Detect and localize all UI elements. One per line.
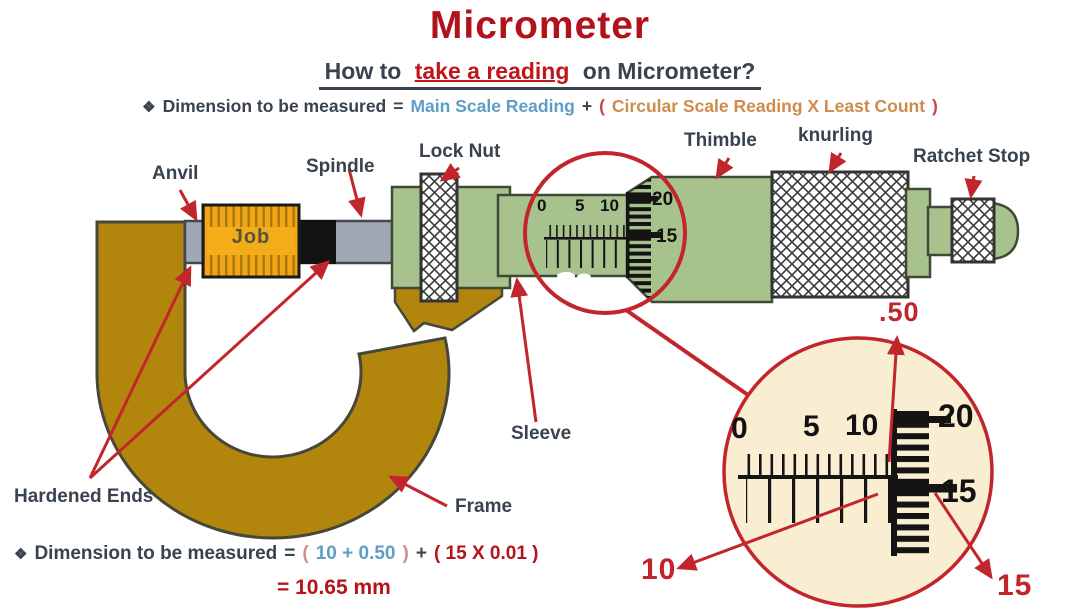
ratchet-step-shape bbox=[904, 187, 932, 279]
lock-nut-shape bbox=[419, 172, 459, 303]
magnified-scale-0: 0 bbox=[731, 412, 748, 445]
subtitle: How to take a reading on Micrometer? bbox=[0, 58, 1080, 90]
diamond-bullet-icon: ❖ bbox=[142, 99, 156, 116]
label-ratchet-stop: Ratchet Stop bbox=[913, 146, 1031, 167]
label-sleeve: Sleeve bbox=[511, 423, 572, 444]
callout-half-reading: .50 bbox=[879, 297, 920, 327]
formula-bottom: ❖ Dimension to be measured = ( 10 + 0.50… bbox=[14, 543, 539, 565]
sleeve-scale-15: 15 bbox=[656, 226, 678, 247]
label-spindle: Spindle bbox=[306, 156, 375, 177]
label-job: Job bbox=[231, 226, 271, 248]
magnified-thimble-teeth bbox=[891, 409, 957, 556]
formula-top-close-paren: ) bbox=[932, 96, 938, 116]
formula-bottom-group2: ( 15 X 0.01 ) bbox=[433, 543, 539, 564]
callout-thimble-reading: 15 bbox=[997, 569, 1033, 602]
ratchet-knob-shape bbox=[950, 197, 996, 264]
formula-bottom-plus: + bbox=[415, 543, 427, 564]
magnified-scale-ticks bbox=[738, 454, 898, 523]
thimble-20-mark bbox=[629, 196, 658, 202]
thimble-teeth bbox=[629, 178, 651, 301]
thimble-15-mark bbox=[629, 232, 662, 238]
subtitle-highlight: take a reading bbox=[414, 58, 570, 84]
label-hardened-ends: Hardened Ends bbox=[14, 486, 154, 507]
label-frame: Frame bbox=[455, 496, 513, 517]
formula-top-circular: Circular Scale Reading X Least Count bbox=[611, 96, 926, 116]
formula-bottom-group1: 10 + 0.50 bbox=[315, 543, 396, 564]
spindle-dark-segment bbox=[298, 220, 336, 264]
diamond-bullet-icon: ❖ bbox=[14, 546, 28, 563]
formula-result: = 10.65 mm bbox=[277, 576, 391, 599]
sleeve-scale-0: 0 bbox=[537, 196, 547, 215]
sleeve-scale-20: 20 bbox=[652, 189, 674, 210]
sleeve-notch-2 bbox=[577, 273, 591, 281]
page-title: Micrometer bbox=[429, 4, 651, 47]
label-knurling: knurling bbox=[798, 125, 873, 146]
formula-top-main-scale: Main Scale Reading bbox=[410, 96, 575, 116]
magnified-scale-5: 5 bbox=[803, 410, 820, 443]
formula-bottom-label: Dimension to be measured bbox=[34, 543, 278, 564]
formula-top-label: Dimension to be measured bbox=[162, 96, 387, 116]
ratchet-dome-shape bbox=[990, 201, 1020, 261]
magnified-scale-15: 15 bbox=[941, 473, 977, 509]
magnified-scale-10: 10 bbox=[845, 409, 879, 442]
formula-top-equals: = bbox=[393, 96, 404, 116]
subtitle-post: on Micrometer? bbox=[582, 58, 756, 84]
zoom-connector-line bbox=[624, 308, 750, 397]
formula-bottom-open1: ( bbox=[302, 543, 309, 564]
frame-shape bbox=[95, 220, 451, 540]
label-lock-nut: Lock Nut bbox=[419, 141, 501, 162]
label-thimble: Thimble bbox=[684, 130, 757, 151]
sleeve-scale-ticks bbox=[544, 225, 628, 268]
knurling-shape bbox=[770, 170, 910, 299]
formula-top-open-paren: ( bbox=[599, 96, 605, 116]
callout-main-reading: 10 bbox=[641, 553, 677, 586]
sleeve-scale-10: 10 bbox=[600, 196, 619, 215]
subtitle-pre: How to bbox=[324, 58, 402, 84]
pointer-arrows bbox=[88, 151, 993, 580]
thimble-edge-line bbox=[626, 192, 630, 278]
formula-bottom-close1: ) bbox=[402, 543, 409, 564]
label-anvil: Anvil bbox=[152, 163, 199, 184]
zoom-source-circle bbox=[523, 151, 687, 315]
job-center-band bbox=[207, 227, 295, 255]
formula-top-plus: + bbox=[581, 96, 593, 116]
sleeve-notch bbox=[557, 272, 575, 280]
magnified-scale-20: 20 bbox=[938, 398, 974, 434]
formula-top: ❖ Dimension to be measured = Main Scale … bbox=[0, 96, 1080, 117]
ratchet-shaft-shape bbox=[926, 205, 956, 257]
formula-bottom-equals: = bbox=[284, 543, 296, 564]
sleeve-scale-5: 5 bbox=[575, 196, 585, 215]
